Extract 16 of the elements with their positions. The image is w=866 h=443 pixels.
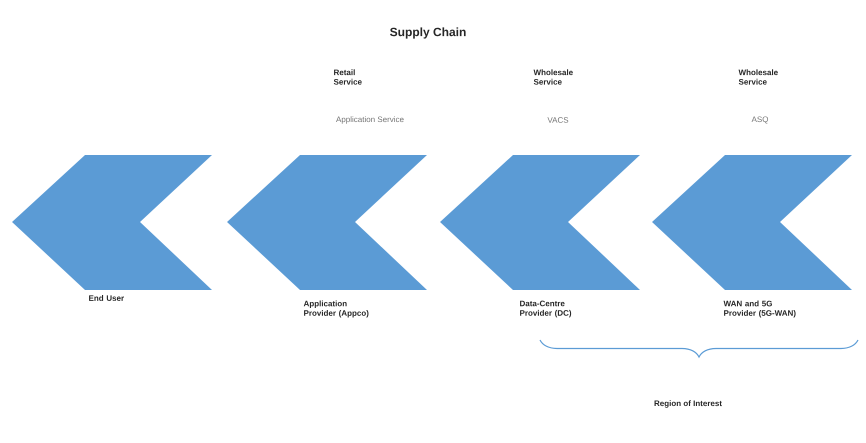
chevron-block: [12, 155, 212, 290]
service-name: Application Service: [336, 116, 404, 124]
title: Supply Chain: [390, 27, 466, 39]
chevron-label: Data-Centre Provider (DC): [520, 300, 572, 318]
chevron-block: [440, 155, 640, 290]
service-name: ASQ: [752, 116, 768, 124]
chevron-label: End User: [89, 295, 124, 301]
chevron-label: WAN and 5G Provider (5G-WAN): [724, 300, 796, 318]
chevron-block: [227, 155, 427, 290]
region-label: Region of Interest: [654, 400, 722, 408]
chevron-label: Application Provider (Appco): [304, 300, 368, 318]
service-heading: Retail Service: [334, 69, 362, 85]
service-heading: Wholesale Service: [534, 69, 573, 85]
service-name: VACS: [547, 117, 568, 123]
chevron-block: [652, 155, 852, 290]
service-heading: Wholesale Service: [738, 69, 778, 85]
